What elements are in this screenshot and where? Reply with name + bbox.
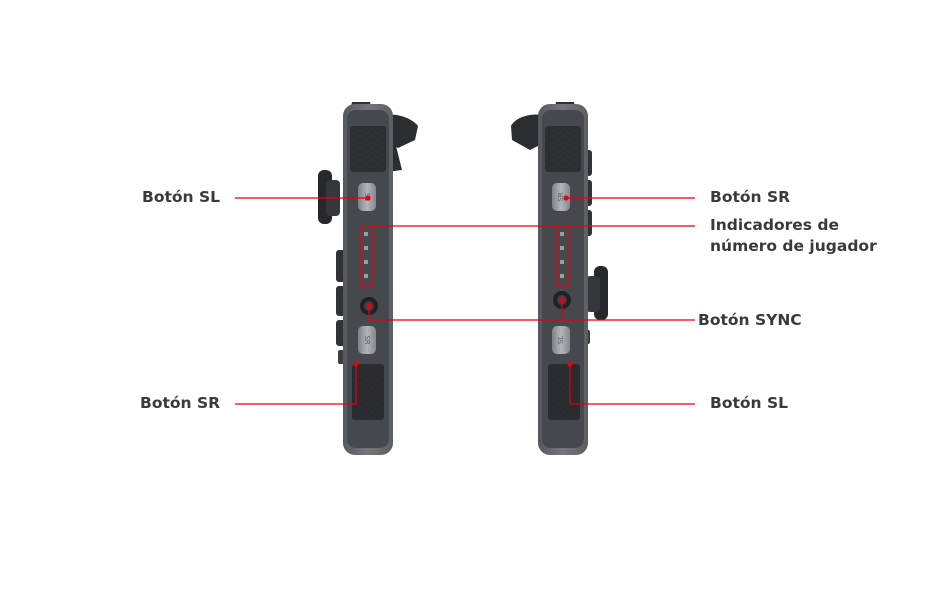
right-sr-button <box>552 183 570 211</box>
left-sr-button-mark: SR <box>363 335 371 344</box>
right-stick-cap-side <box>586 276 600 312</box>
right-player-leds <box>560 232 564 278</box>
callout-left-sr <box>235 364 357 405</box>
left-joy-con: SL SR <box>318 102 418 455</box>
right-sl-button <box>552 326 570 354</box>
label-player-indicators-line1: Indicadores de <box>710 216 839 234</box>
callout-left-led-box <box>359 225 373 287</box>
right-sr-button-mark: SR <box>557 192 565 201</box>
label-right-sr-button: Botón SR <box>710 188 791 206</box>
callout-right-sl <box>569 364 695 405</box>
callout-lines <box>235 197 695 405</box>
left-side-button-4 <box>338 350 344 364</box>
right-sl-button-mark: SL <box>557 336 565 344</box>
right-joy-con: SR SL <box>511 102 608 455</box>
label-left-sl-button: Botón SL <box>142 188 220 206</box>
label-player-indicators-line2: número de jugador <box>710 237 877 255</box>
callout-dots <box>353 195 573 367</box>
label-sync-button: Botón SYNC <box>698 311 802 329</box>
label-right-sl-button: Botón SL <box>710 394 788 412</box>
callout-sync <box>368 306 695 321</box>
left-player-leds <box>364 232 368 278</box>
label-left-sr-button: Botón SR <box>140 394 221 412</box>
left-sr-button <box>358 326 376 354</box>
